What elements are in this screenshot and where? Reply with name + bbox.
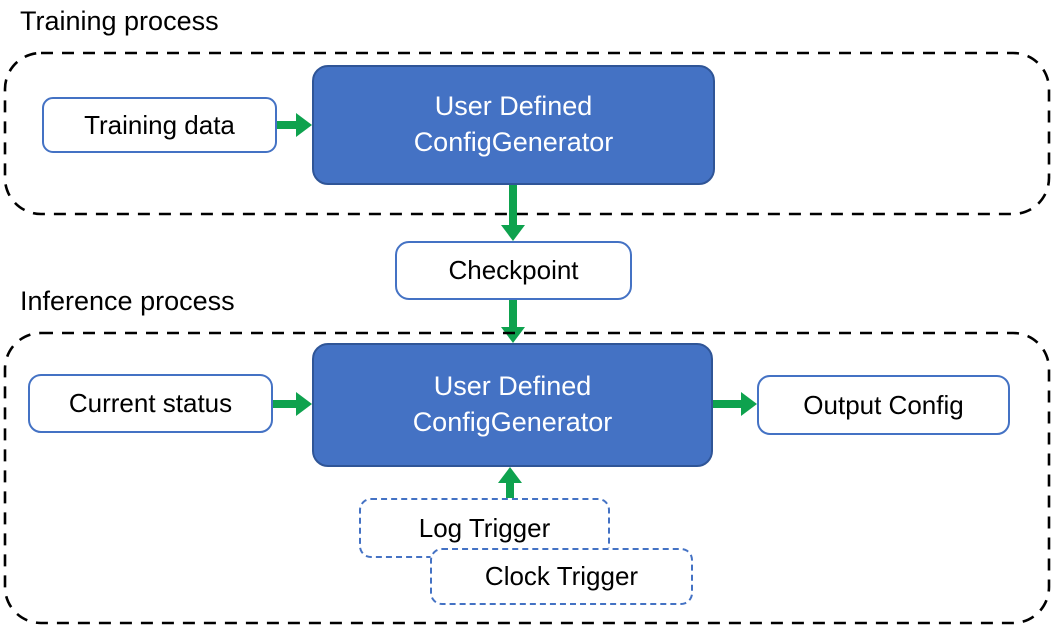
inference-generator-line1: User Defined: [433, 371, 592, 402]
training-data-node: Training data: [42, 97, 277, 153]
inference-process-title: Inference process: [20, 286, 235, 316]
arrow-checkpoint-to-inference-generator: [501, 300, 525, 343]
training-generator-line1: User Defined: [434, 91, 593, 122]
clock-trigger-node: Clock Trigger: [430, 548, 693, 605]
output-config-node: Output Config: [757, 375, 1010, 435]
training-process-title: Training process: [20, 6, 219, 36]
arrow-generator-to-checkpoint: [501, 185, 525, 241]
arrow-generator-to-output-config: [713, 392, 757, 416]
output-config-label: Output Config: [803, 389, 964, 420]
training-generator-line2: ConfigGenerator: [413, 127, 614, 157]
arrow-training-data-to-generator: [277, 113, 312, 137]
checkpoint-label: Checkpoint: [448, 255, 579, 285]
inference-generator-line2: ConfigGenerator: [412, 407, 613, 437]
clock-trigger-label: Clock Trigger: [484, 561, 639, 591]
current-status-label: Current status: [68, 388, 233, 418]
current-status-node: Current status: [28, 374, 273, 433]
training-data-label: Training data: [84, 109, 235, 140]
checkpoint-node: Checkpoint: [395, 241, 632, 300]
log-trigger-label: Log Trigger: [418, 512, 551, 543]
training-generator-node: User Defined ConfigGenerator: [312, 65, 715, 185]
inference-region-border: [3, 331, 1051, 625]
arrow-triggers-to-generator: [498, 467, 522, 498]
training-region-border: [3, 51, 1051, 216]
arrow-current-status-to-generator: [273, 392, 312, 416]
inference-generator-node: User Defined ConfigGenerator: [312, 343, 713, 467]
